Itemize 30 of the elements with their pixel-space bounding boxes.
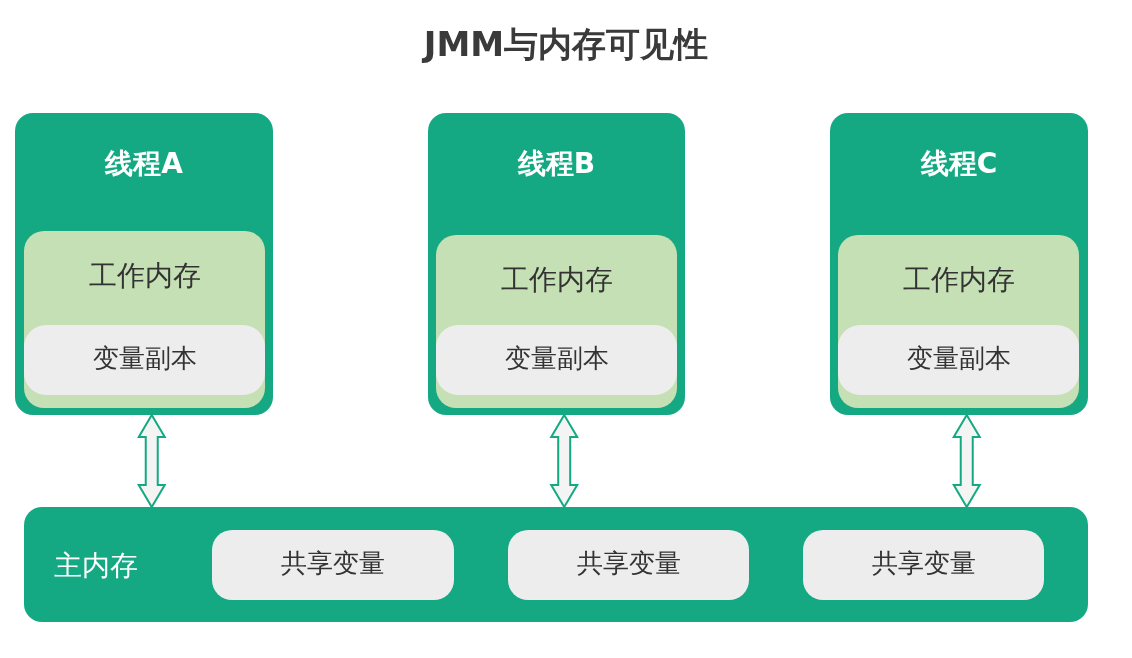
variable-copy-box bbox=[436, 325, 677, 395]
variable-label: 共享变量 bbox=[575, 547, 682, 580]
working-memory-box bbox=[24, 231, 265, 408]
working-memory-label: 工作内存 bbox=[87, 258, 202, 294]
variable-copy-box bbox=[24, 325, 265, 395]
thread-box bbox=[830, 113, 1088, 415]
thread-box bbox=[15, 113, 273, 415]
shared-variable-box bbox=[508, 530, 749, 600]
double-arrow bbox=[549, 413, 579, 509]
thread-box bbox=[428, 113, 685, 415]
working-memory-box bbox=[838, 235, 1079, 408]
double-arrow bbox=[952, 413, 982, 509]
variable-copy-box bbox=[838, 325, 1079, 395]
thread-heading: 线程B bbox=[516, 146, 597, 182]
thread-heading: 线程C bbox=[919, 146, 999, 182]
variable-label: 变量副本 bbox=[905, 342, 1012, 375]
working-memory-label: 工作内存 bbox=[901, 262, 1016, 298]
double-arrow bbox=[137, 413, 167, 509]
main-memory-label: 主内存 bbox=[54, 548, 138, 584]
variable-label: 共享变量 bbox=[870, 547, 977, 580]
thread-heading: 线程A bbox=[103, 146, 184, 182]
shared-variable-box bbox=[803, 530, 1044, 600]
main-memory-box bbox=[24, 507, 1088, 622]
shared-variable-box bbox=[212, 530, 454, 600]
variable-label: 变量副本 bbox=[91, 342, 198, 375]
working-memory-label: 工作内存 bbox=[499, 262, 614, 298]
variable-label: 共享变量 bbox=[280, 547, 386, 580]
title: JMM与内存可见性 bbox=[420, 23, 710, 66]
variable-label: 变量副本 bbox=[503, 342, 610, 375]
working-memory-box bbox=[436, 235, 677, 408]
